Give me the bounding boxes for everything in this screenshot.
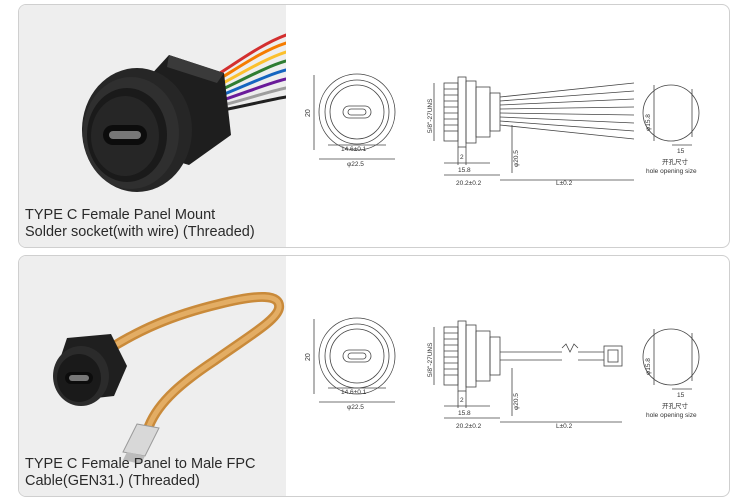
dim-len-a: 15.8 xyxy=(458,410,471,417)
hole-label-cn: 开孔尺寸 xyxy=(662,401,689,410)
technical-drawing: 20 14.6±0.1 φ22.5 5/8"-27UNS 2 15.8 20.2… xyxy=(305,317,700,430)
dim-width-inner: 14.6±0.1 xyxy=(341,389,367,396)
dim-height: 20 xyxy=(305,353,312,361)
dim-gap: 2 xyxy=(460,154,464,161)
dim-dia-side: φ20.5 xyxy=(513,393,520,410)
technical-drawing: 20 14.6±0.1 φ22.5 5/8"-27UNS 2 15.8 20.2… xyxy=(305,73,700,187)
caption-line-1: TYPE C Female Panel to Male FPC xyxy=(25,456,256,472)
product-caption: TYPE C Female Panel Mount Solder socket(… xyxy=(25,207,255,241)
hole-label-en: hole opening size xyxy=(646,168,697,175)
hole-diameter: φ15.8 xyxy=(645,114,652,131)
hole-label-cn: 开孔尺寸 xyxy=(662,157,689,166)
dim-thread: 5/8"-27UNS xyxy=(427,98,434,133)
dim-height: 20 xyxy=(305,109,312,117)
product-card-fpc-cable: TYPE C Female Panel to Male FPC Cable(GE… xyxy=(18,255,730,497)
dim-dia-side: φ20.5 xyxy=(513,150,520,167)
caption-line-1: TYPE C Female Panel Mount xyxy=(25,207,216,223)
product-photo: TYPE C Female Panel to Male FPC Cable(GE… xyxy=(19,256,286,496)
dim-diameter: φ22.5 xyxy=(347,161,364,168)
caption-line-2: Cable(GEN31.) (Threaded) xyxy=(25,473,200,489)
dim-thread: 5/8"-27UNS xyxy=(427,342,434,377)
product-card-wired-socket: TYPE C Female Panel Mount Solder socket(… xyxy=(18,4,730,248)
connector-with-fpc-image xyxy=(53,291,284,464)
dim-len-b: 20.2±0.2 xyxy=(456,180,482,187)
dim-width-inner: 14.6±0.1 xyxy=(341,146,367,153)
product-caption: TYPE C Female Panel to Male FPC Cable(GE… xyxy=(25,456,255,490)
dim-len-b: 20.2±0.2 xyxy=(456,423,482,430)
hole-diameter: φ15.8 xyxy=(645,358,652,375)
dim-length: L±0.2 xyxy=(556,180,573,187)
dim-len-a: 15.8 xyxy=(458,167,471,174)
product-photo: TYPE C Female Panel Mount Solder socket(… xyxy=(19,5,286,247)
hole-flat: 15 xyxy=(677,392,685,399)
hole-label-en: hole opening size xyxy=(646,412,697,419)
caption-line-2: Solder socket(with wire) (Threaded) xyxy=(25,224,255,240)
dim-diameter: φ22.5 xyxy=(347,404,364,411)
dim-length: L±0.2 xyxy=(556,423,573,430)
connector-with-wires-image xyxy=(82,33,286,192)
dim-gap: 2 xyxy=(460,397,464,404)
hole-flat: 15 xyxy=(677,148,685,155)
